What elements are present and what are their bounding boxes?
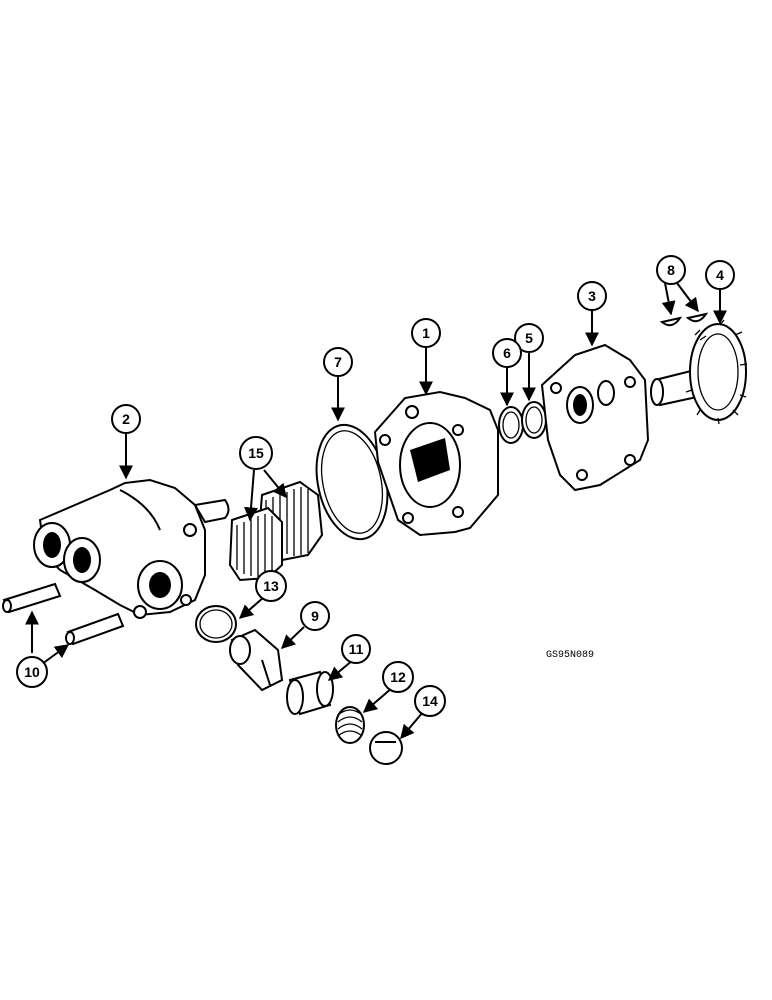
leader-lines <box>25 282 727 740</box>
dowel-pins-part-10 <box>2 582 125 646</box>
svg-text:4: 4 <box>716 267 724 283</box>
callout-5: 5 <box>514 323 544 353</box>
svg-text:3: 3 <box>588 288 596 304</box>
relief-valve-plunger-part-9 <box>229 628 284 692</box>
woodruff-keys-part-8 <box>659 312 709 327</box>
gears-part-15 <box>228 480 324 582</box>
plug-part-14 <box>369 731 403 765</box>
callout-12: 12 <box>382 661 414 693</box>
sleeve-part-11 <box>286 670 334 716</box>
svg-text:8: 8 <box>667 262 675 278</box>
cover-plate-part-3 <box>540 343 650 492</box>
callout-2: 2 <box>111 404 141 434</box>
callout-9: 9 <box>300 601 330 631</box>
svg-text:10: 10 <box>24 664 40 680</box>
svg-text:2: 2 <box>122 411 130 427</box>
callout-1: 1 <box>411 318 441 348</box>
drive-gear-part-4 <box>650 319 748 425</box>
callout-15: 15 <box>239 436 273 470</box>
svg-text:7: 7 <box>334 354 342 370</box>
svg-text:1: 1 <box>422 325 430 341</box>
callout-6: 6 <box>492 338 522 368</box>
callout-13: 13 <box>255 570 287 602</box>
svg-text:15: 15 <box>248 445 264 461</box>
svg-text:5: 5 <box>525 330 533 346</box>
svg-text:14: 14 <box>422 693 438 709</box>
spring-part-12 <box>335 706 365 744</box>
svg-text:11: 11 <box>349 641 364 657</box>
callout-10: 10 <box>16 656 48 688</box>
pump-housing-part-2 <box>33 478 230 619</box>
svg-text:13: 13 <box>263 578 279 594</box>
figure-code: GS95N089 <box>546 650 594 661</box>
svg-text:12: 12 <box>390 669 406 685</box>
svg-text:9: 9 <box>311 608 319 624</box>
svg-text:6: 6 <box>503 345 511 361</box>
callout-11: 11 <box>341 634 371 664</box>
callout-14: 14 <box>414 685 446 717</box>
callout-8: 8 <box>656 255 686 285</box>
callout-3: 3 <box>577 281 607 311</box>
pump-body-part-1 <box>373 390 499 537</box>
callout-4: 4 <box>705 260 735 290</box>
callout-7: 7 <box>323 347 353 377</box>
o-ring-part-13 <box>195 605 237 643</box>
